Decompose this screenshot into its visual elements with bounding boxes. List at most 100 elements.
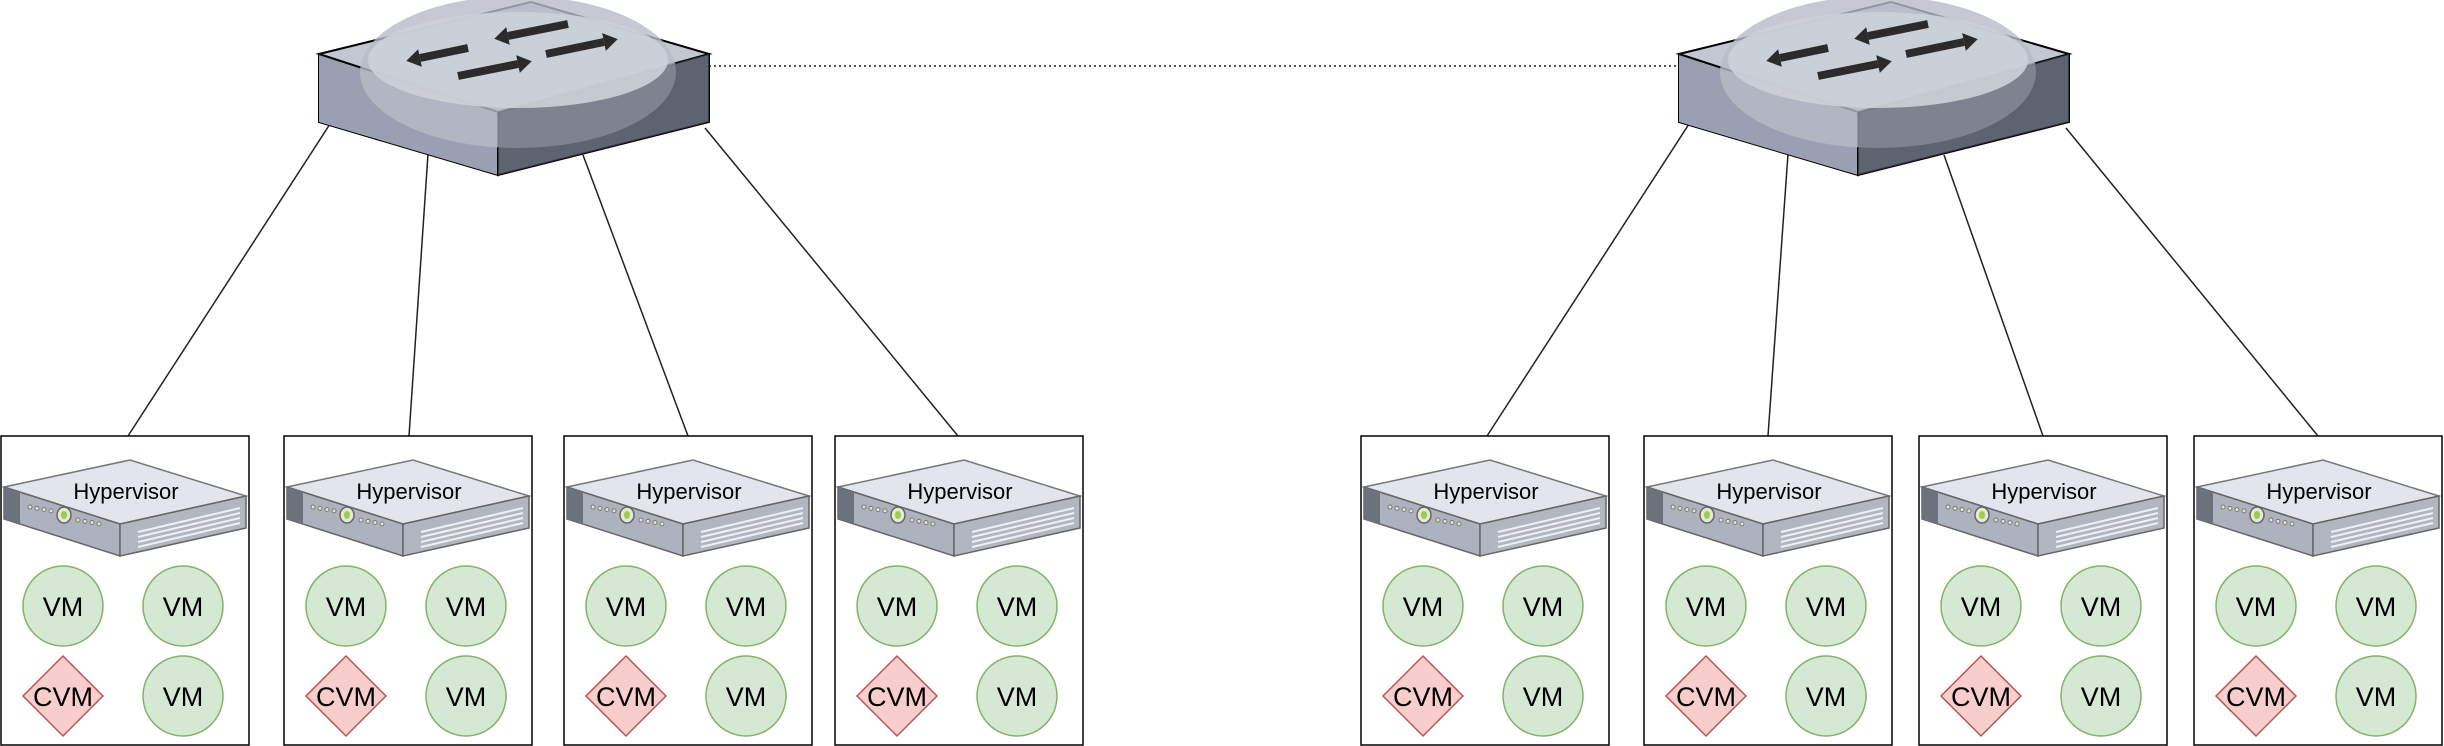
vm-circle: VM — [1665, 565, 1747, 647]
cvm-label: CVM — [316, 682, 376, 712]
vm-label: VM — [726, 592, 767, 622]
vm-label: VM — [2081, 682, 2122, 712]
vm-label: VM — [326, 592, 367, 622]
cvm-diamond: CVM — [21, 654, 105, 738]
hypervisor-server: Hypervisor — [1919, 459, 2167, 558]
cvm-label: CVM — [2226, 682, 2286, 712]
vm-label: VM — [2081, 592, 2122, 622]
vm-circle: VM — [22, 565, 104, 647]
switch-node-link — [1486, 123, 1690, 437]
vm-circle: VM — [976, 565, 1058, 647]
vm-label: VM — [1523, 592, 1564, 622]
vm-label: VM — [606, 592, 647, 622]
cvm-diamond: CVM — [2214, 654, 2298, 738]
hypervisor-label: Hypervisor — [356, 479, 461, 504]
vm-label: VM — [997, 682, 1038, 712]
vm-circle: VM — [1502, 655, 1584, 737]
hypervisor-label: Hypervisor — [2266, 479, 2371, 504]
vm-label: VM — [43, 592, 84, 622]
vm-circle: VM — [1785, 565, 1867, 647]
rack-server-icon — [1919, 459, 2167, 558]
vm-circle: VM — [2060, 565, 2142, 647]
rack-server-icon — [835, 459, 1083, 558]
switch-node-link — [704, 127, 959, 437]
switch-node-link — [1943, 154, 2044, 437]
vm-circle: VM — [425, 565, 507, 647]
vm-circle: VM — [142, 565, 224, 647]
vm-circle: VM — [1382, 565, 1464, 647]
hypervisor-server: Hypervisor — [564, 459, 812, 558]
rack-server-icon — [564, 459, 812, 558]
hypervisor-label: Hypervisor — [73, 479, 178, 504]
vm-label: VM — [1961, 592, 2002, 622]
hypervisor-server: Hypervisor — [284, 459, 532, 558]
rack-server-icon — [1644, 459, 1892, 558]
cvm-label: CVM — [596, 682, 656, 712]
vm-circle: VM — [705, 565, 787, 647]
vm-label: VM — [2236, 592, 2277, 622]
hypervisor-label: Hypervisor — [1991, 479, 2096, 504]
cvm-label: CVM — [1393, 682, 1453, 712]
vm-circle: VM — [142, 655, 224, 737]
vm-label: VM — [163, 682, 204, 712]
vm-circle: VM — [2335, 565, 2417, 647]
switch-node-link — [582, 154, 689, 437]
cvm-label: CVM — [1676, 682, 1736, 712]
vm-label: VM — [1806, 592, 1847, 622]
vm-circle: VM — [1785, 655, 1867, 737]
vm-label: VM — [1403, 592, 1444, 622]
cvm-diamond: CVM — [304, 654, 388, 738]
vm-circle: VM — [1502, 565, 1584, 647]
cvm-diamond: CVM — [855, 654, 939, 738]
hypervisor-server: Hypervisor — [1361, 459, 1609, 558]
rack-server-icon — [1, 459, 249, 558]
vm-label: VM — [1686, 592, 1727, 622]
links-layer — [127, 65, 2319, 437]
cvm-label: CVM — [867, 682, 927, 712]
hypervisor-label: Hypervisor — [1433, 479, 1538, 504]
vm-circle: VM — [305, 565, 387, 647]
vm-circle: VM — [425, 655, 507, 737]
vm-circle: VM — [2215, 565, 2297, 647]
hypervisor-server: Hypervisor — [1, 459, 249, 558]
switch-node-link — [1767, 153, 1789, 437]
hypervisor-server: Hypervisor — [2194, 459, 2442, 558]
switch-node-link — [2065, 127, 2319, 437]
vm-label: VM — [446, 682, 487, 712]
vm-label: VM — [446, 592, 487, 622]
vm-label: VM — [1806, 682, 1847, 712]
vm-circle: VM — [976, 655, 1058, 737]
switch-node-link — [408, 153, 429, 437]
vm-circle: VM — [856, 565, 938, 647]
rack-server-icon — [2194, 459, 2442, 558]
switches-layer — [315, 0, 2073, 177]
vm-circle: VM — [585, 565, 667, 647]
rack-server-icon — [284, 459, 532, 558]
cvm-diamond: CVM — [1939, 654, 2023, 738]
cvm-label: CVM — [1951, 682, 2011, 712]
switch-node-link — [127, 123, 331, 437]
vm-circle: VM — [705, 655, 787, 737]
vm-label: VM — [877, 592, 918, 622]
hypervisor-label: Hypervisor — [1716, 479, 1821, 504]
hypervisor-server: Hypervisor — [835, 459, 1083, 558]
vm-circle: VM — [1940, 565, 2022, 647]
vm-circle: VM — [2060, 655, 2142, 737]
hypervisor-label: Hypervisor — [907, 479, 1012, 504]
network-switch-icon — [1675, 0, 2073, 177]
vm-label: VM — [726, 682, 767, 712]
vm-label: VM — [997, 592, 1038, 622]
vm-label: VM — [1523, 682, 1564, 712]
cvm-label: CVM — [33, 682, 93, 712]
vm-circle: VM — [2335, 655, 2417, 737]
hypervisor-label: Hypervisor — [636, 479, 741, 504]
vm-label: VM — [2356, 682, 2397, 712]
network-switch-icon — [315, 0, 713, 177]
cvm-diamond: CVM — [1664, 654, 1748, 738]
cvm-diamond: CVM — [1381, 654, 1465, 738]
cvm-diamond: CVM — [584, 654, 668, 738]
hypervisor-server: Hypervisor — [1644, 459, 1892, 558]
vm-label: VM — [163, 592, 204, 622]
